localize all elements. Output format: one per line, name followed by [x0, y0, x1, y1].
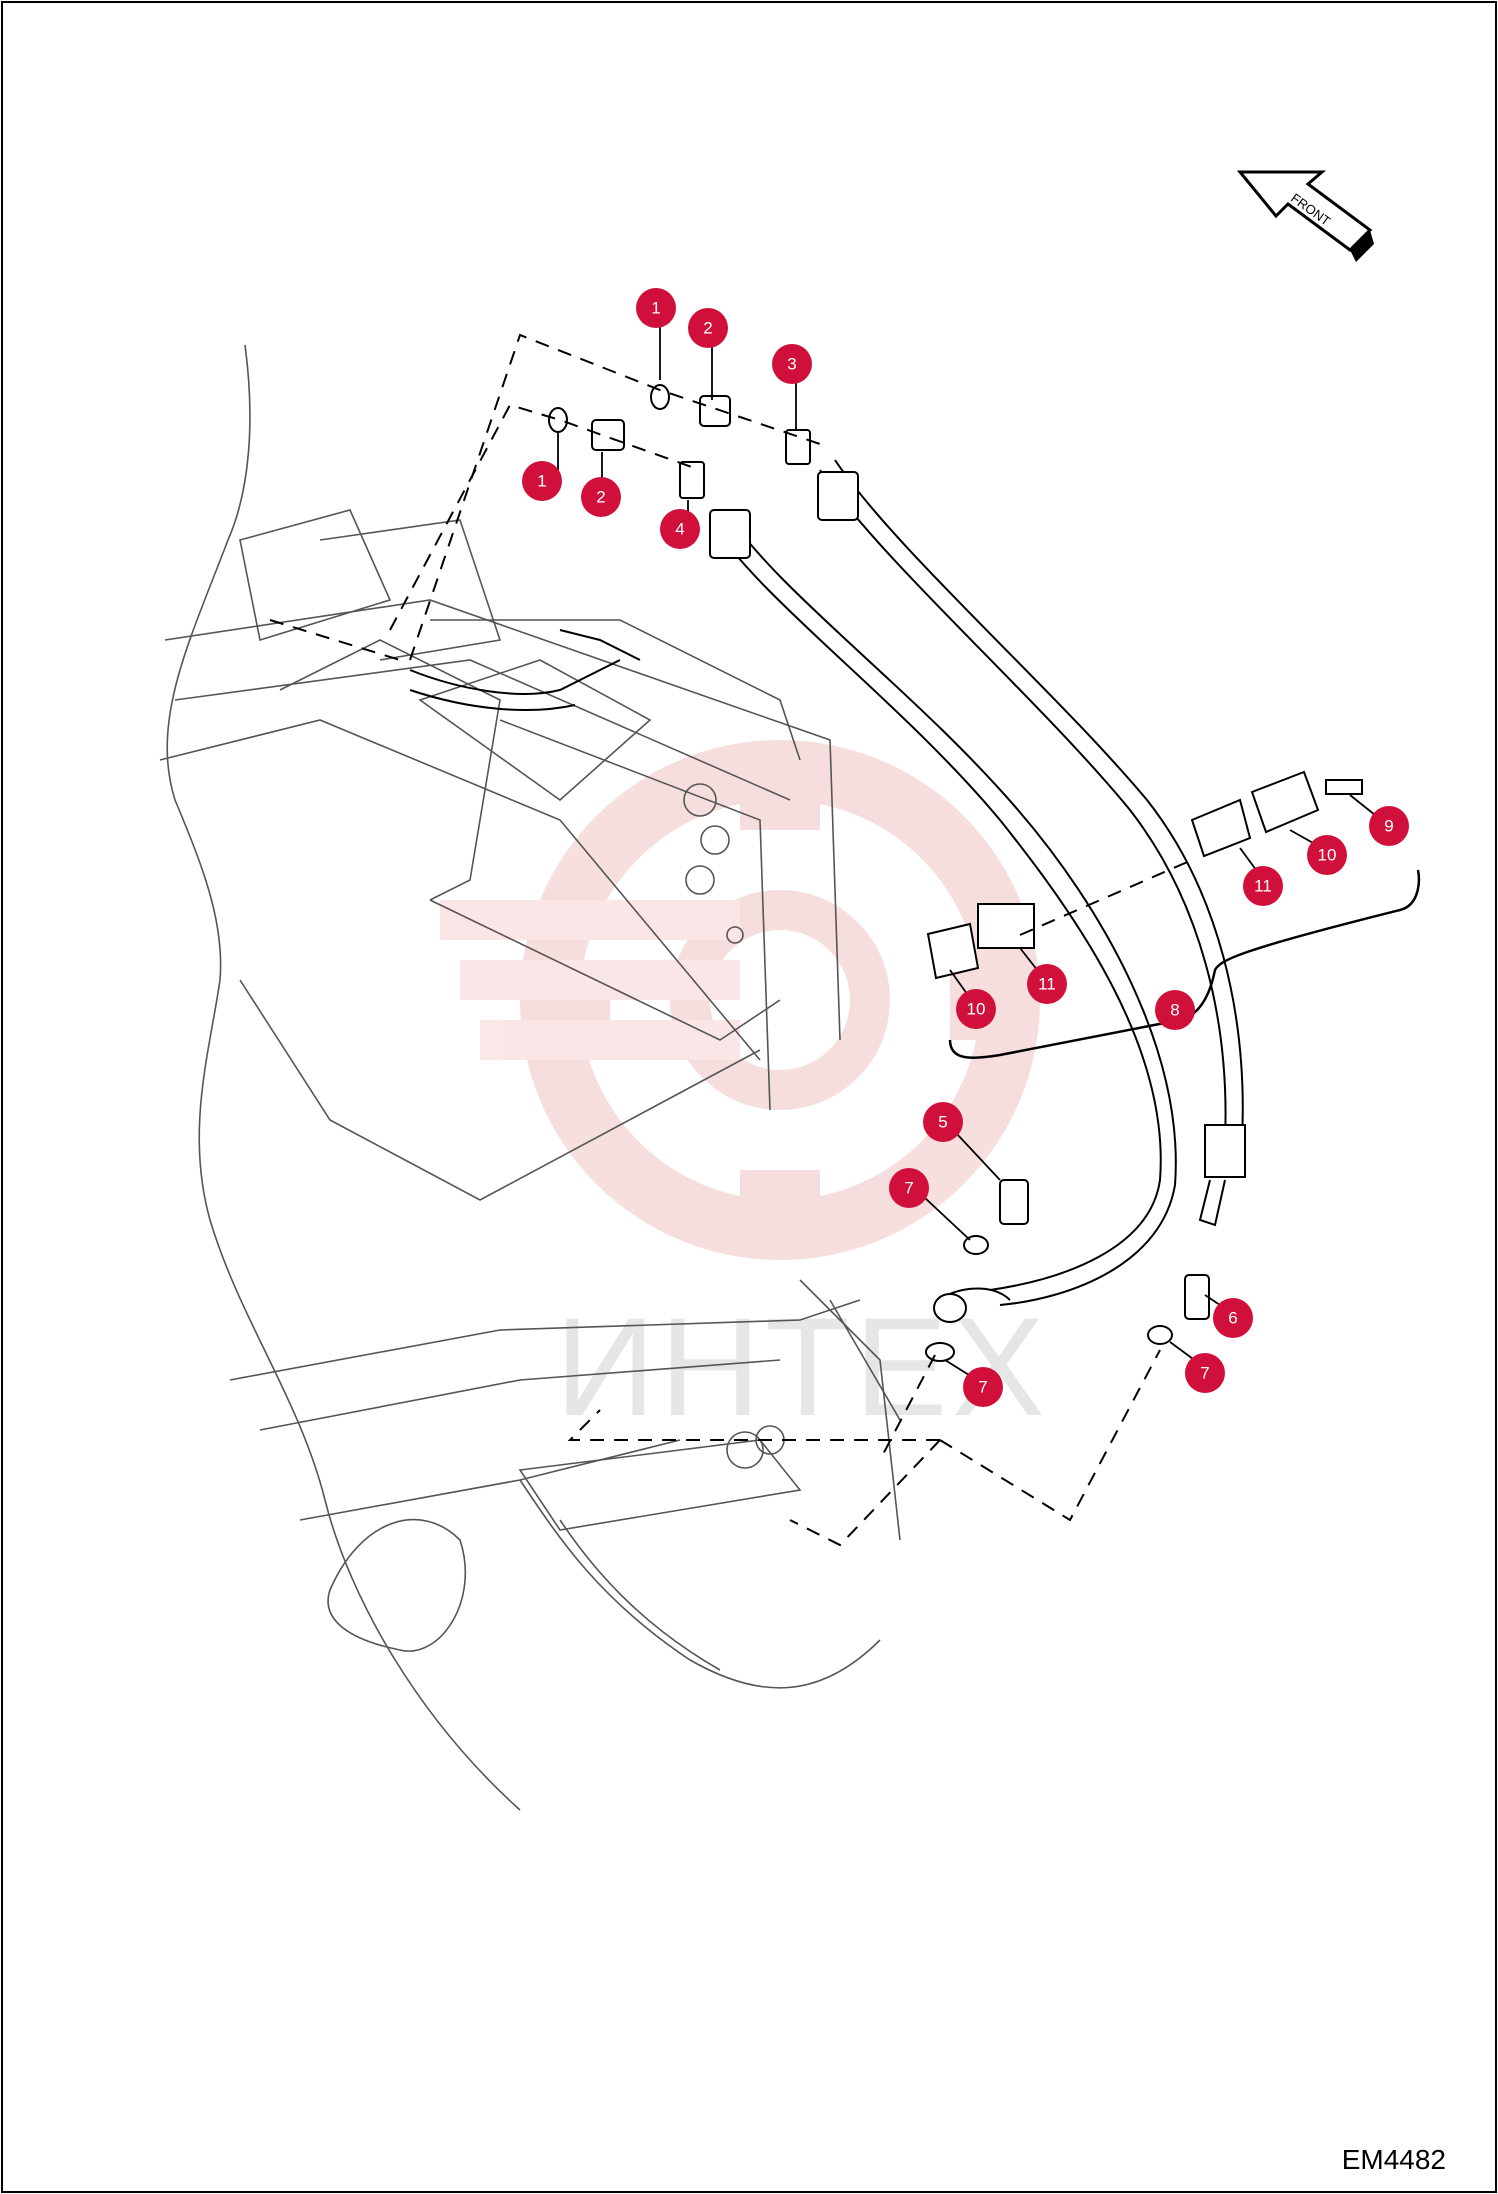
- callout-badge: 2: [581, 477, 621, 517]
- callout-badge: 9: [1369, 806, 1409, 846]
- drawing-code: EM4482: [1341, 2144, 1446, 2175]
- callout-number: 4: [675, 520, 684, 539]
- callout-badge: 11: [1027, 964, 1067, 1004]
- callout-number: 7: [1200, 1364, 1209, 1383]
- callout-number: 8: [1170, 1001, 1179, 1020]
- callout-badge: 2: [688, 308, 728, 348]
- callout-number: 7: [978, 1378, 987, 1397]
- callout-badge: 11: [1243, 866, 1283, 906]
- callout-number: 11: [1038, 975, 1056, 994]
- callout-badge: 1: [636, 288, 676, 328]
- callout-number: 10: [1318, 846, 1337, 865]
- callout-badge: 7: [963, 1367, 1003, 1407]
- callout-number: 2: [596, 488, 605, 507]
- kit-bracket: [948, 869, 1421, 1060]
- hydraulic-hoses: [409, 459, 1246, 1306]
- callout-number: 11: [1254, 877, 1272, 896]
- callout-badge: 10: [956, 989, 996, 1029]
- callout-badge: 10: [1307, 835, 1347, 875]
- callout-number: 9: [1384, 817, 1393, 836]
- callout-badge: 1: [522, 461, 562, 501]
- callout-number: 2: [703, 319, 712, 338]
- callout-badges: 1 2 3 1 2 4 9 10 11 10 11 8 5 7 7 6 7: [522, 288, 1409, 1407]
- callout-badge: 3: [772, 344, 812, 384]
- callout-number: 1: [651, 299, 660, 318]
- watermark-logo: [440, 740, 1040, 1260]
- callout-badge: 8: [1155, 990, 1195, 1030]
- watermark-text: ИНТЕХ: [555, 1288, 1049, 1445]
- fitting-parts: [548, 384, 1363, 1362]
- callout-badge: 5: [923, 1102, 963, 1142]
- callout-number: 10: [967, 1000, 986, 1019]
- callout-badge: 7: [889, 1168, 929, 1208]
- callout-badge: 7: [1185, 1353, 1225, 1393]
- callout-number: 5: [938, 1113, 947, 1132]
- callout-badge: 4: [660, 509, 700, 549]
- callout-number: 6: [1228, 1309, 1237, 1328]
- dashed-assembly-lines: [269, 333, 1193, 1547]
- callout-badge: 6: [1213, 1298, 1253, 1338]
- callout-number: 1: [537, 472, 546, 491]
- callout-number: 7: [904, 1179, 913, 1198]
- callout-number: 3: [787, 355, 796, 374]
- machine-frame-outline: [159, 344, 901, 1811]
- front-arrow-icon: FRONT: [1236, 170, 1374, 262]
